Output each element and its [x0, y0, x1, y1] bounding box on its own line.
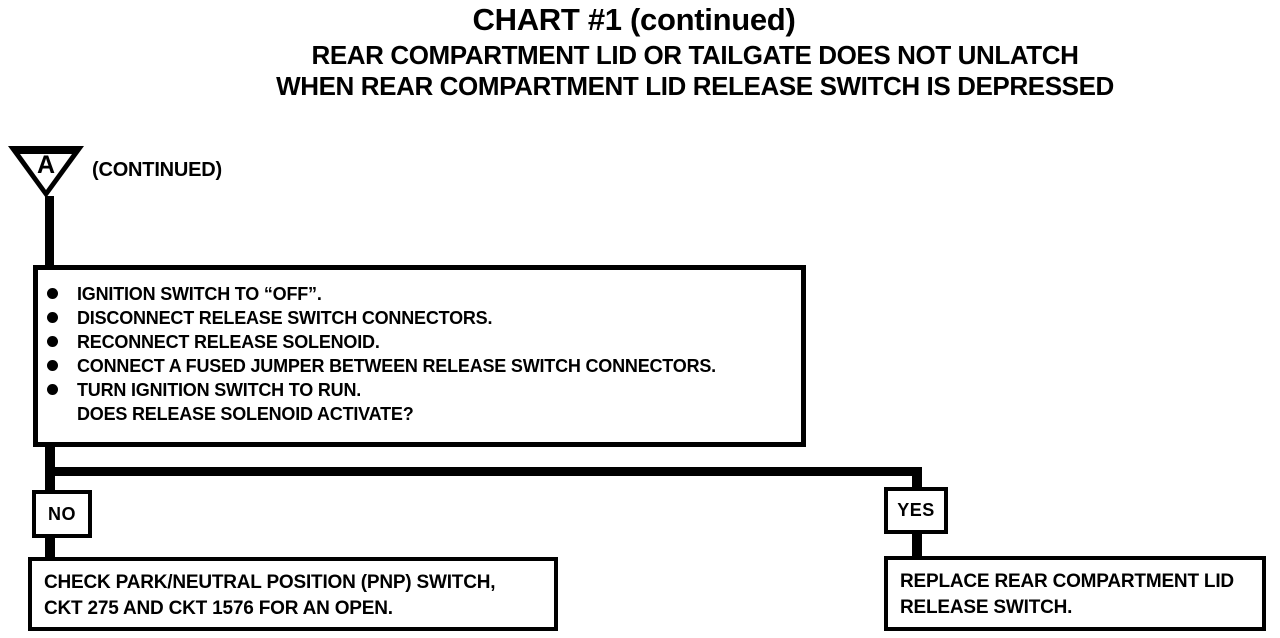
result-box-yes: REPLACE REAR COMPARTMENT LID RELEASE SWI… — [884, 556, 1266, 631]
bullet-icon — [47, 312, 58, 323]
branch-label-no: NO — [32, 490, 92, 538]
step-item: RECONNECT RELEASE SOLENOID. — [38, 330, 801, 354]
bullet-icon — [47, 336, 58, 347]
branch-no-text: NO — [48, 503, 76, 524]
flow-line-yes-to-result — [912, 532, 922, 558]
connector-continued-label: (CONTINUED) — [92, 159, 223, 181]
connector-letter: A — [37, 151, 55, 179]
flow-line-no-to-result — [45, 537, 55, 559]
branch-label-yes: YES — [884, 487, 948, 534]
flow-line-connector-to-stepbox — [45, 196, 54, 266]
step-question: DOES RELEASE SOLENOID ACTIVATE? — [77, 404, 414, 424]
step-item: IGNITION SWITCH TO “OFF”. — [38, 282, 801, 306]
step-text: CONNECT A FUSED JUMPER BETWEEN RELEASE S… — [77, 356, 716, 376]
chart-subtitle-line1: REAR COMPARTMENT LID OR TAILGATE DOES NO… — [311, 40, 1079, 70]
branch-yes-text: YES — [897, 500, 935, 520]
result-no-line2: CKT 275 AND CKT 1576 FOR AN OPEN. — [44, 598, 393, 619]
flow-line-branch-to-yes — [912, 467, 922, 488]
result-yes-line1: REPLACE REAR COMPARTMENT LID — [900, 571, 1234, 592]
chart-title: CHART #1 (continued) — [472, 2, 796, 37]
bullet-icon — [47, 384, 58, 395]
step-text: RECONNECT RELEASE SOLENOID. — [77, 332, 380, 352]
connector-a-icon: A — [8, 146, 84, 198]
step-box: IGNITION SWITCH TO “OFF”. DISCONNECT REL… — [33, 265, 806, 447]
step-text: TURN IGNITION SWITCH TO RUN. — [77, 380, 362, 400]
step-item: TURN IGNITION SWITCH TO RUN. — [38, 378, 801, 402]
step-list: IGNITION SWITCH TO “OFF”. DISCONNECT REL… — [38, 282, 801, 402]
flow-line-branch-horizontal — [45, 467, 922, 476]
result-yes-line2: RELEASE SWITCH. — [900, 597, 1073, 618]
step-text: IGNITION SWITCH TO “OFF”. — [77, 284, 322, 304]
result-no-line1: CHECK PARK/NEUTRAL POSITION (PNP) SWITCH… — [44, 572, 496, 593]
result-box-no: CHECK PARK/NEUTRAL POSITION (PNP) SWITCH… — [28, 557, 558, 631]
bullet-icon — [47, 288, 58, 299]
step-item: CONNECT A FUSED JUMPER BETWEEN RELEASE S… — [38, 354, 801, 378]
step-text: DISCONNECT RELEASE SWITCH CONNECTORS. — [77, 308, 493, 328]
step-item: DISCONNECT RELEASE SWITCH CONNECTORS. — [38, 306, 801, 330]
bullet-icon — [47, 360, 58, 371]
chart-subtitle-line2: WHEN REAR COMPARTMENT LID RELEASE SWITCH… — [276, 71, 1114, 101]
